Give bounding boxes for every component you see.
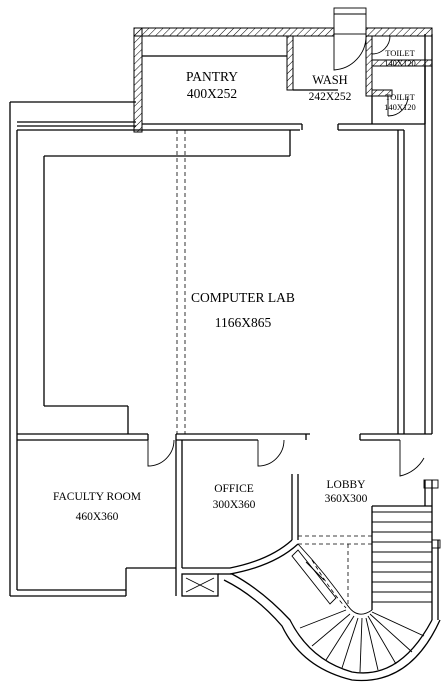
faculty-room-size: 460X360 — [76, 511, 119, 523]
lobby-label: LOBBY — [327, 479, 367, 491]
toilet-door-2 — [387, 95, 409, 117]
computer-lab-walls — [17, 130, 425, 477]
toilet-door-1 — [371, 35, 391, 55]
wash-label: WASH — [312, 73, 347, 87]
pantry-size: 400X252 — [187, 86, 237, 101]
pantry-label: PANTRY — [186, 69, 238, 84]
faculty-room-label: FACULTY ROOM — [53, 491, 141, 503]
top-door-box — [333, 7, 367, 71]
toilet-2-size: 140X120 — [384, 102, 416, 112]
office-label: OFFICE — [214, 483, 254, 495]
computer-lab-label: COMPUTER LAB — [191, 290, 295, 305]
computer-lab-size: 1166X865 — [215, 315, 272, 330]
staircase — [223, 506, 441, 682]
room-labels: PANTRY 400X252 WASH 242X252 TOILET 140X1… — [53, 48, 416, 523]
toilet-2-label: TOILET — [385, 92, 415, 102]
wash-size: 242X252 — [309, 91, 352, 103]
service-block-walls — [133, 27, 433, 133]
toilet-1-label: TOILET — [385, 48, 415, 58]
lobby-size: 360X300 — [325, 493, 368, 505]
office-size: 300X360 — [213, 499, 256, 511]
lower-rooms-walls — [175, 434, 299, 597]
outer-walls — [9, 34, 441, 620]
toilet-1-size: 140X120 — [384, 58, 416, 68]
